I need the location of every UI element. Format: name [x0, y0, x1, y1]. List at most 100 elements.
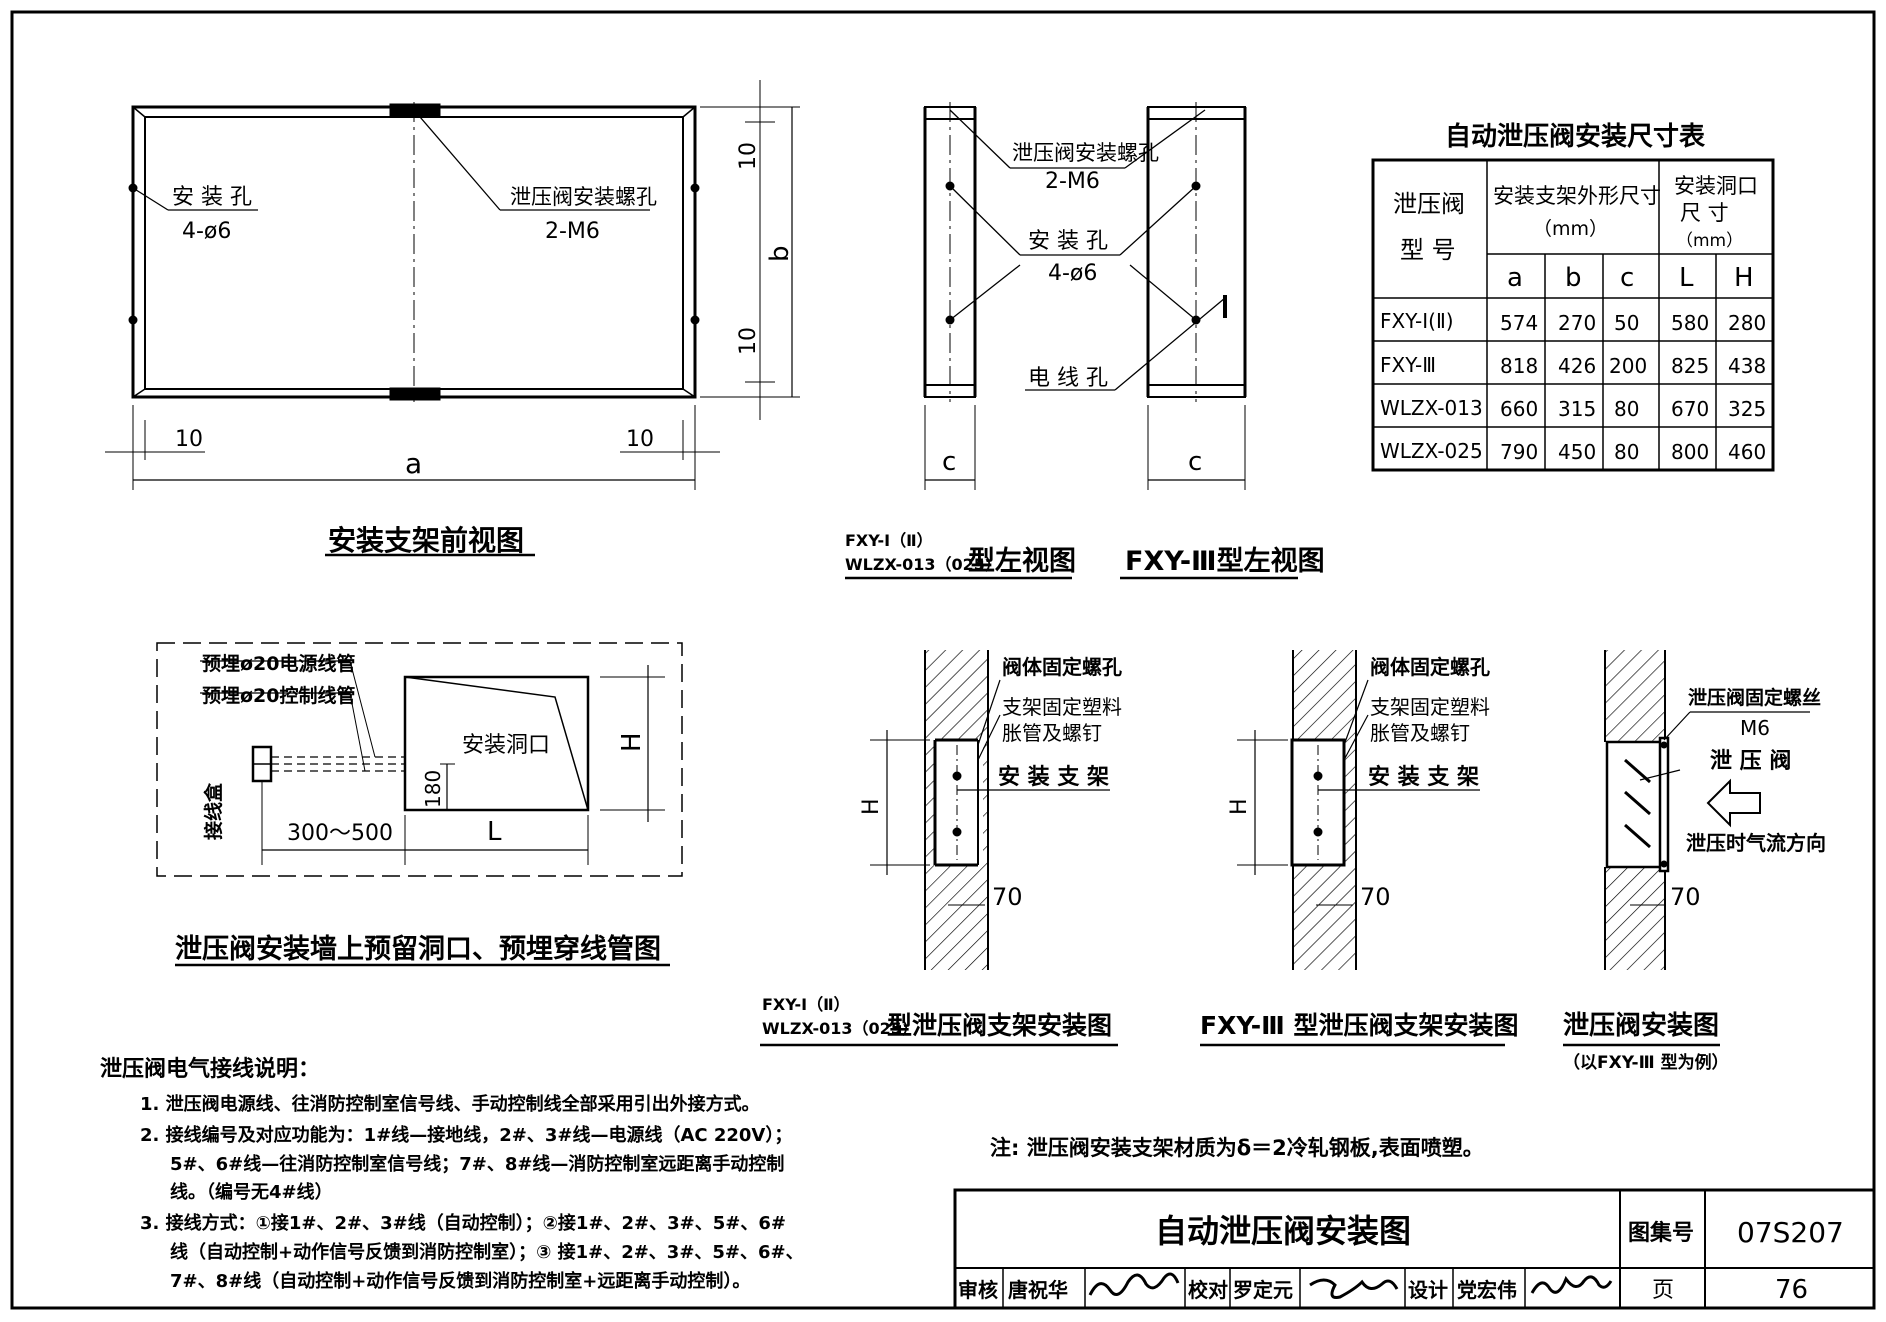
size-table — [1371, 158, 1775, 472]
dim-bottom: 10 — [736, 327, 761, 355]
dim-H-bracket-1: H — [859, 798, 884, 815]
svg-text:325: 325 — [1728, 397, 1766, 421]
th-col-L: L — [1679, 263, 1694, 293]
size-table-title: 自动泄压阀安装尺寸表 — [1445, 121, 1706, 152]
svg-text:818: 818 — [1500, 354, 1538, 378]
side-screw-hole-label: 泄压阀安装螺孔 — [1012, 141, 1159, 165]
review-label: 审核 — [958, 1278, 998, 1302]
bracket-label-2: 安 装 支 架 — [1368, 764, 1479, 790]
dim-H-opening: H — [617, 732, 647, 752]
svg-text:670: 670 — [1671, 397, 1709, 421]
wiring-note-line: 5#、6#线—往消防控制室信号线；7#、8#线—消防控制室远距离手动控制 — [170, 1153, 784, 1175]
anchor-label-1-line1: 支架固定塑料 — [1002, 695, 1122, 719]
th-hole-line1: 安装洞口 — [1674, 174, 1758, 198]
dim-300-500: 300～500 — [287, 821, 393, 846]
body-screw-label-1: 阀体固定螺孔 — [1002, 655, 1122, 679]
junction-box-label: 接线盒 — [202, 782, 225, 840]
svg-text:438: 438 — [1728, 354, 1766, 378]
table-row: FXY-Ⅰ(Ⅱ) 574 270 50 580 280 — [1380, 309, 1766, 335]
dim-top: 10 — [736, 142, 761, 170]
bracket-1-title-line1: FXY-Ⅰ（Ⅱ） — [762, 995, 850, 1014]
valve-screw-spec: M6 — [1740, 716, 1770, 740]
design-label: 设计 — [1408, 1278, 1448, 1302]
wiring-note-line: 1. 泄压阀电源线、往消防控制室信号线、手动控制线全部采用引出外接方式。 — [140, 1093, 760, 1115]
airflow-arrow-icon — [1706, 778, 1761, 828]
wiring-note-line: 3. 接线方式：①接1#、2#、3#线（自动控制）；②接1#、2#、3#、5#、… — [140, 1212, 786, 1234]
svg-text:WLZX-013: WLZX-013 — [1380, 396, 1483, 420]
valve-label: 泄 压 阀 — [1710, 749, 1791, 774]
dim-b: b — [765, 245, 795, 262]
reviewer-name: 唐祝华 — [1008, 1278, 1068, 1302]
th-col-c: c — [1620, 263, 1634, 293]
bracket-label-1: 安 装 支 架 — [998, 764, 1109, 790]
th-frame-line1: 安装支架外形尺寸 — [1493, 184, 1661, 208]
designer-name: 党宏伟 — [1457, 1278, 1517, 1302]
opening-label: 安装洞口 — [462, 733, 550, 758]
th-col-b: b — [1565, 263, 1582, 293]
svg-text:280: 280 — [1728, 311, 1766, 335]
svg-text:315: 315 — [1558, 397, 1596, 421]
front-screw-hole-label: 泄压阀安装螺孔 — [510, 185, 657, 209]
front-mount-hole-label: 安 装 孔 — [172, 185, 252, 210]
svg-text:FXY-Ⅲ: FXY-Ⅲ — [1380, 353, 1436, 377]
svg-text:50: 50 — [1614, 311, 1639, 335]
th-hole-line3: （mm） — [1676, 231, 1743, 251]
table-row: FXY-Ⅲ 818 426 200 825 438 — [1380, 353, 1766, 378]
th-model-line1: 泄压阀 — [1393, 190, 1465, 218]
th-hole-line2: 尺 寸 — [1680, 201, 1729, 225]
svg-text:825: 825 — [1671, 354, 1709, 378]
svg-text:200: 200 — [1609, 354, 1647, 378]
side-view-1-title-line1: FXY-Ⅰ（Ⅱ） — [845, 531, 933, 550]
anchor-label-1-line2: 胀管及螺钉 — [1002, 721, 1102, 745]
checker-signature — [1309, 1278, 1399, 1299]
th-col-a: a — [1507, 263, 1523, 293]
side-leaders — [949, 109, 1226, 391]
svg-text:800: 800 — [1671, 440, 1709, 464]
svg-text:580: 580 — [1671, 311, 1709, 335]
dim-L: L — [487, 817, 502, 847]
svg-text:790: 790 — [1500, 440, 1538, 464]
bracket-2-title: FXY-Ⅲ 型泄压阀支架安装图 — [1200, 1011, 1519, 1040]
material-note: 注: 泄压阀安装支架材质为δ＝2冷轧钢板,表面喷塑。 — [990, 1136, 1484, 1160]
wall-opening-drawing — [156, 642, 683, 967]
wiring-note-line: 线。（编号无4#线） — [170, 1181, 333, 1203]
svg-text:270: 270 — [1558, 311, 1596, 335]
svg-text:426: 426 — [1558, 354, 1596, 378]
svg-text:460: 460 — [1728, 440, 1766, 464]
side-dim-c-1: c — [942, 447, 956, 477]
title-block — [953, 1188, 1876, 1310]
table-row: WLZX-013 660 315 80 670 325 — [1380, 396, 1766, 421]
dim-a: a — [405, 447, 422, 480]
valve-screw-label: 泄压阀固定螺丝 — [1688, 686, 1821, 709]
wiring-notes-heading: 泄压阀电气接线说明： — [100, 1056, 320, 1082]
page-no: 76 — [1775, 1275, 1808, 1305]
atlas-no: 07S207 — [1737, 1216, 1844, 1249]
atlas-label: 图集号 — [1628, 1220, 1694, 1246]
front-screw-hole-spec: 2-M6 — [545, 219, 600, 244]
svg-text:450: 450 — [1558, 440, 1596, 464]
side-view-2-title: FXY-Ⅲ型左视图 — [1125, 546, 1325, 577]
side-view-1-title-suffix: 型左视图 — [968, 546, 1076, 577]
wall-opening-title: 泄压阀安装墙上预留洞口、预埋穿线管图 — [175, 933, 661, 965]
svg-text:WLZX-025: WLZX-025 — [1380, 439, 1483, 463]
table-row: WLZX-025 790 450 80 800 460 — [1380, 439, 1766, 464]
wiring-note-line: 7#、8#线（自动控制+动作信号反馈到消防控制室+远距离手动控制）。 — [170, 1270, 750, 1292]
sheet-border — [10, 10, 1876, 1310]
bracket-install-2 — [1200, 650, 1505, 1047]
conduit-control-label: 预埋ø20控制线管 — [202, 684, 356, 707]
dim-left: 10 — [175, 427, 203, 452]
dim-right: 10 — [626, 427, 654, 452]
svg-text:574: 574 — [1500, 311, 1538, 335]
bracket-1-title-suffix: 型泄压阀支架安装图 — [887, 1011, 1112, 1040]
page-label: 页 — [1652, 1278, 1674, 1303]
dim-70-valve: 70 — [1670, 883, 1701, 911]
svg-text:660: 660 — [1500, 397, 1538, 421]
bracket-install-1 — [760, 650, 1118, 1047]
designer-signature — [1530, 1275, 1613, 1294]
svg-text:80: 80 — [1614, 397, 1639, 421]
body-screw-label-2: 阀体固定螺孔 — [1370, 655, 1490, 679]
reviewer-signature — [1088, 1272, 1180, 1296]
wiring-note-line: 2. 接线编号及对应功能为：1#线—接地线，2#、3#线—电源线（AC 220V… — [140, 1124, 792, 1146]
svg-text:FXY-Ⅰ(Ⅱ): FXY-Ⅰ(Ⅱ) — [1380, 309, 1454, 333]
